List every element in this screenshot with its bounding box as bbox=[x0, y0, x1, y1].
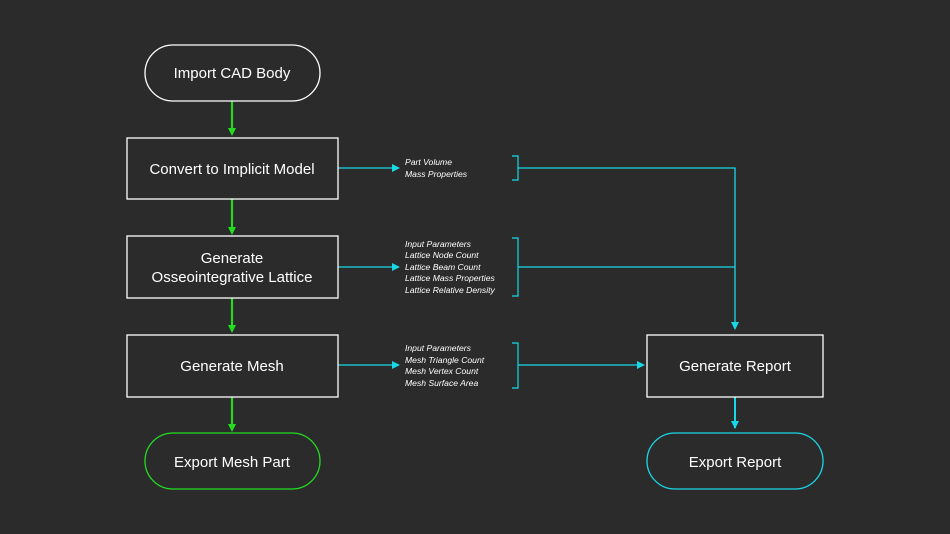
node-generate-mesh: Generate Mesh bbox=[126, 334, 339, 398]
output-item: Mesh Vertex Count bbox=[405, 366, 479, 376]
output-item: Mesh Triangle Count bbox=[405, 355, 485, 365]
output-item: Part Volume bbox=[405, 157, 452, 167]
node-convert-implicit-model: Convert to Implicit Model bbox=[126, 137, 339, 200]
output-item: Lattice Node Count bbox=[405, 250, 479, 260]
bracket-lattice-outputs bbox=[512, 237, 519, 297]
output-item: Input Parameters bbox=[405, 343, 472, 353]
node-export-report: Export Report bbox=[646, 432, 824, 490]
node-import-cad-body-label: Import CAD Body bbox=[174, 65, 291, 82]
output-item: Lattice Beam Count bbox=[405, 262, 481, 272]
node-generate-report-label: Generate Report bbox=[679, 358, 792, 375]
node-convert-implicit-model-label: Convert to Implicit Model bbox=[149, 161, 314, 178]
node-import-cad-body: Import CAD Body bbox=[144, 44, 321, 102]
bracket-mesh-outputs bbox=[512, 342, 519, 389]
node-export-report-label: Export Report bbox=[689, 454, 782, 471]
outputs-lattice: Input Parameters Lattice Node Count Latt… bbox=[405, 239, 496, 295]
node-export-mesh-part-label: Export Mesh Part bbox=[174, 454, 291, 471]
node-generate-lattice-label-line1: Generate bbox=[201, 250, 264, 267]
node-generate-lattice-label-line2: Osseointegrative Lattice bbox=[152, 269, 313, 286]
outputs-mesh: Input Parameters Mesh Triangle Count Mes… bbox=[405, 343, 485, 388]
output-item: Mass Properties bbox=[405, 169, 468, 179]
outputs-implicit-model: Part Volume Mass Properties bbox=[405, 157, 468, 179]
node-export-mesh-part: Export Mesh Part bbox=[144, 432, 321, 490]
node-generate-mesh-label: Generate Mesh bbox=[180, 358, 283, 375]
report-line-implicit bbox=[518, 167, 739, 330]
output-item: Lattice Relative Density bbox=[405, 285, 496, 295]
output-item: Lattice Mass Properties bbox=[405, 273, 495, 283]
node-generate-lattice: Generate Osseointegrative Lattice bbox=[126, 235, 339, 299]
output-item: Input Parameters bbox=[405, 239, 472, 249]
node-generate-report: Generate Report bbox=[646, 334, 824, 398]
output-item: Mesh Surface Area bbox=[405, 378, 478, 388]
bracket-implicit-outputs bbox=[512, 155, 519, 181]
